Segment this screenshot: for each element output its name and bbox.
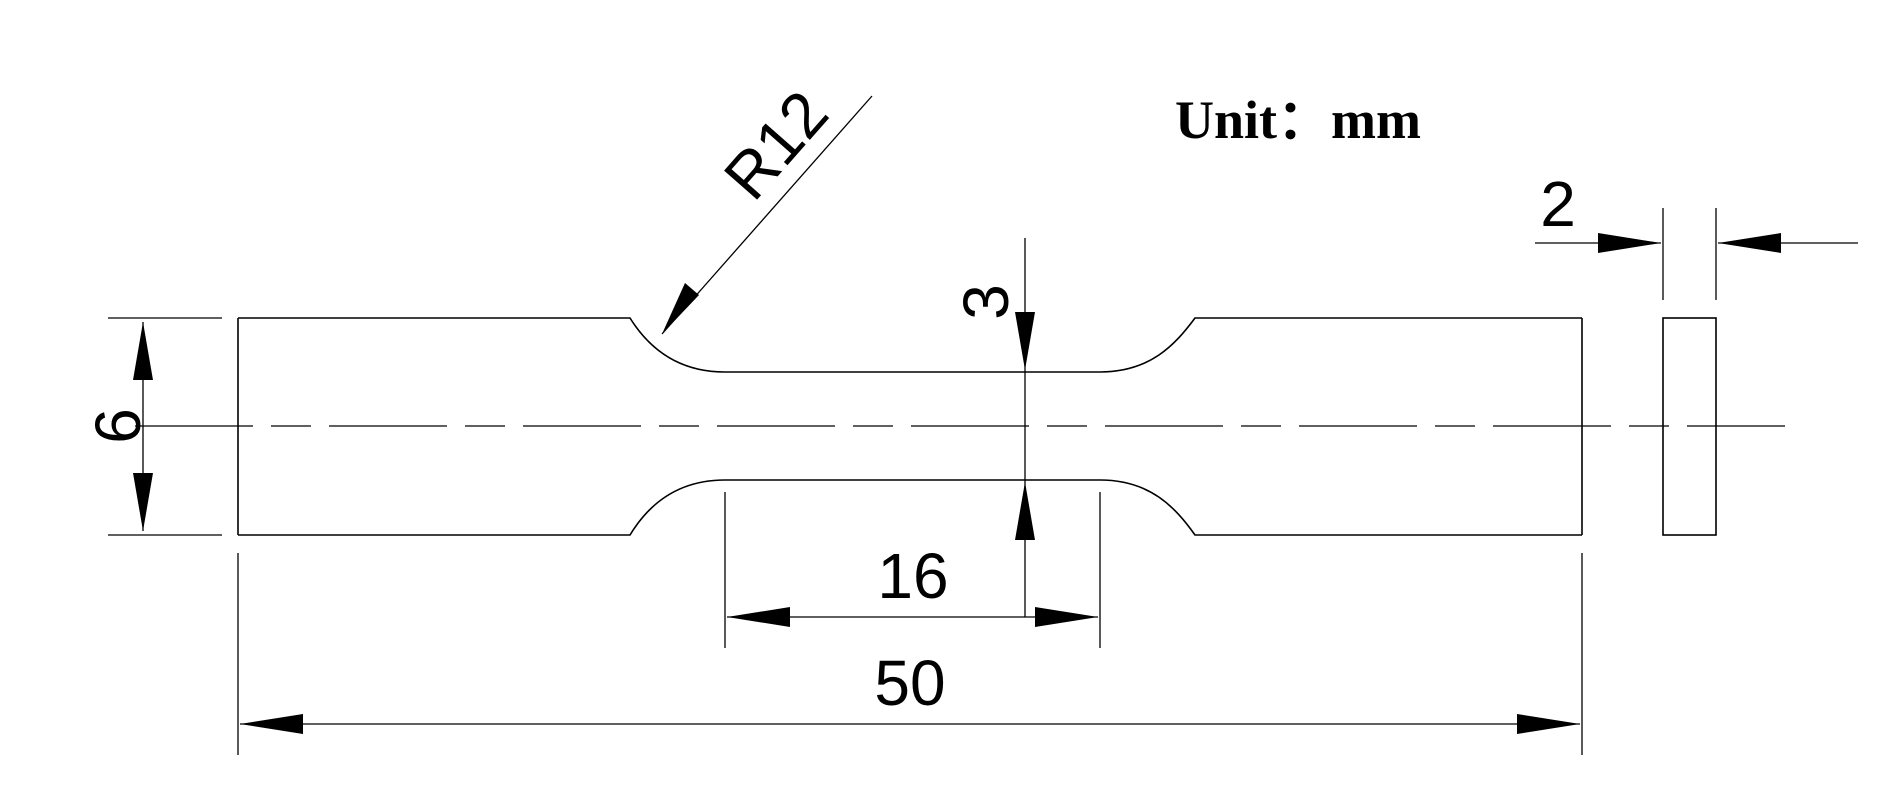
dim-arrow — [727, 607, 790, 627]
dim-arrow — [1035, 607, 1098, 627]
dim-label-grip-width: 6 — [82, 408, 154, 444]
dim-arrow — [662, 283, 699, 334]
dim-label-gauge-width: 3 — [950, 284, 1022, 320]
dim-fillet-radius: R12 — [661, 77, 873, 335]
dim-arrow — [1718, 233, 1781, 253]
dim-label-total-length: 50 — [874, 647, 945, 719]
specimen-bottom-edge — [238, 479, 1582, 536]
dim-label-thickness: 2 — [1540, 168, 1576, 240]
dim-label-gauge-length: 16 — [877, 540, 948, 612]
dim-arrow — [1517, 714, 1580, 734]
dim-arrow — [1015, 482, 1035, 540]
dim-arrow — [1015, 312, 1035, 370]
dim-label-fillet-radius: R12 — [710, 77, 842, 213]
specimen-top-edge — [238, 317, 1582, 373]
dim-arrow — [1598, 233, 1661, 253]
dim-grip-width: 6 — [82, 322, 154, 531]
dim-arrow — [240, 714, 303, 734]
dim-arrow — [133, 473, 153, 531]
extension-lines — [108, 208, 1717, 755]
dim-arrow — [133, 322, 153, 380]
unit-label: Unit：mm — [1175, 90, 1421, 150]
dim-thickness: 2 — [1535, 168, 1858, 253]
dim-gauge-length: 16 — [727, 540, 1098, 627]
dim-gauge-width: 3 — [950, 284, 1035, 540]
dim-total-length: 50 — [240, 647, 1580, 734]
